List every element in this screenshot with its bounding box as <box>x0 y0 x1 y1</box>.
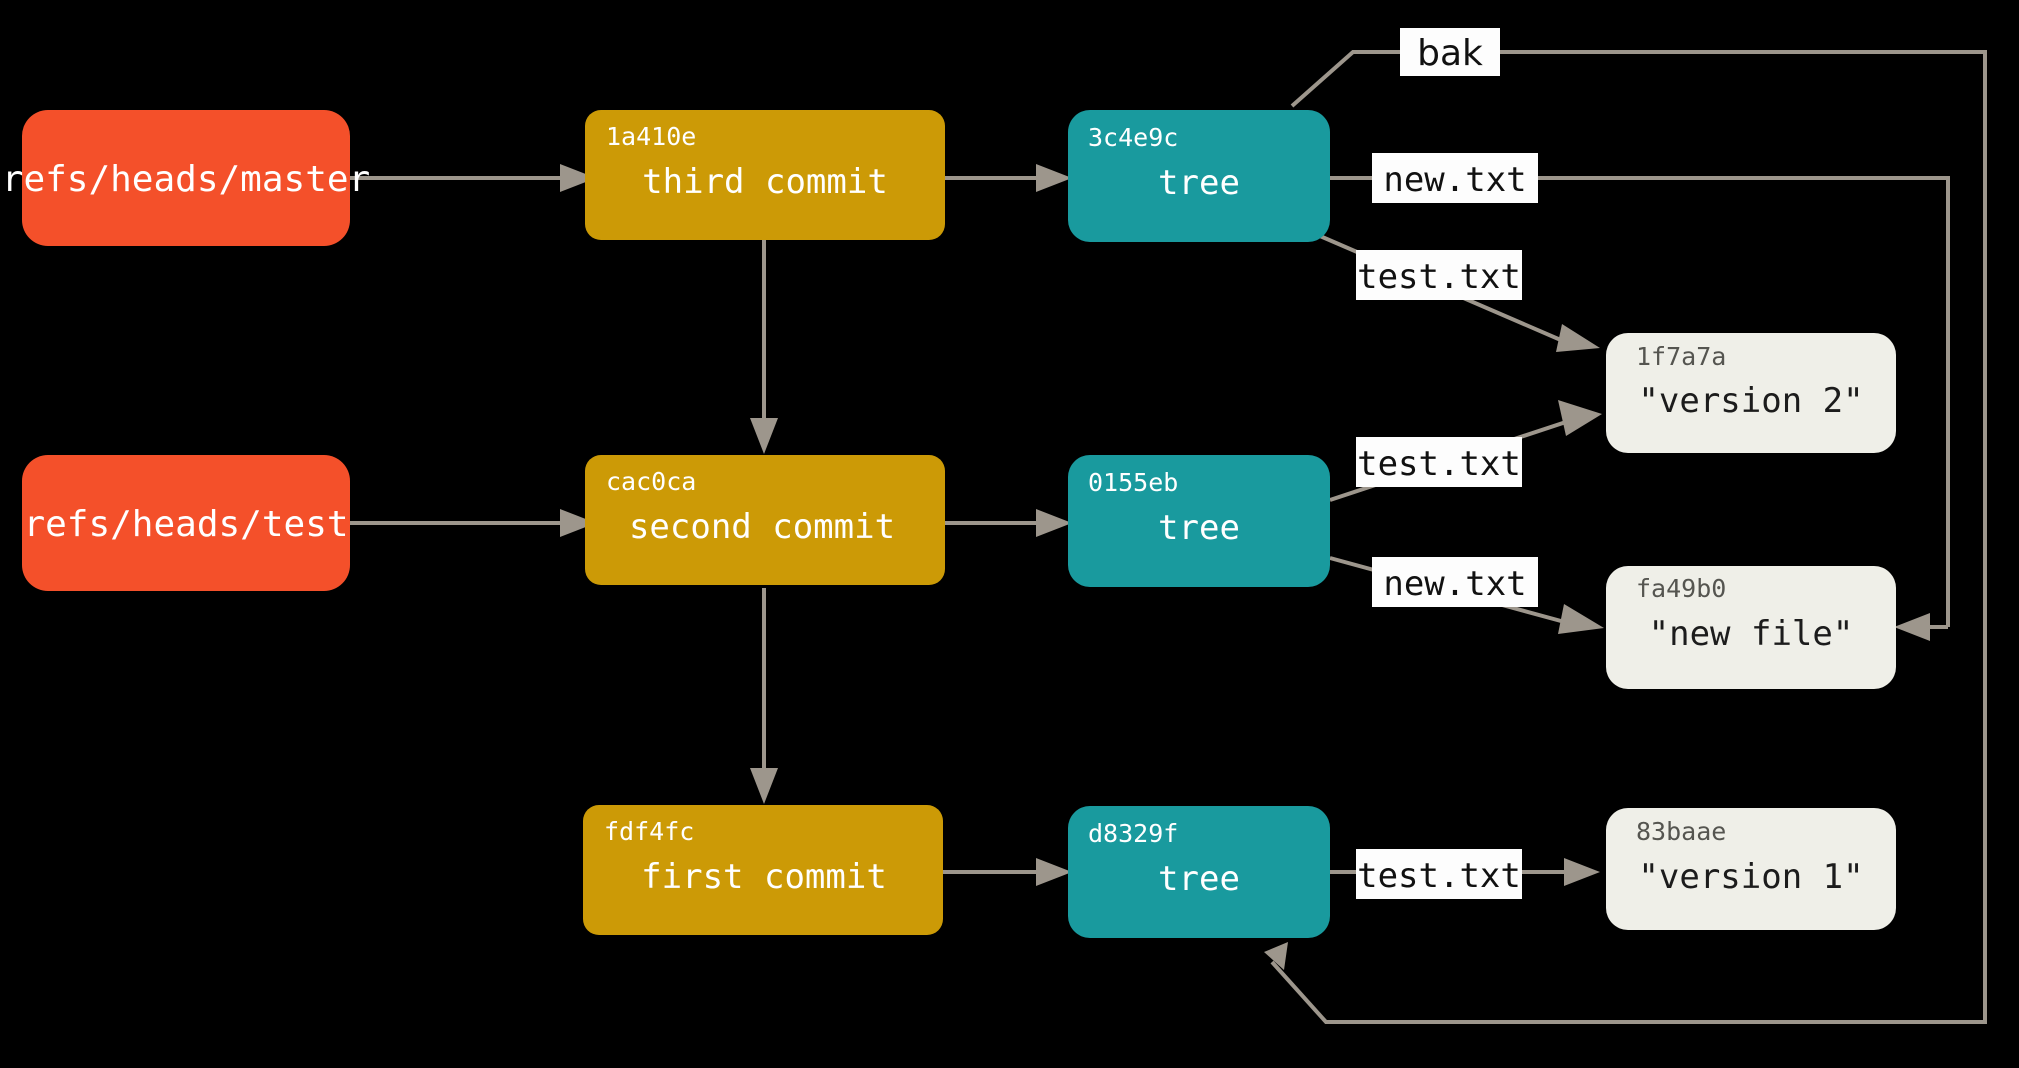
node-tree-second[interactable]: 0155eb tree <box>1068 455 1330 587</box>
node-tree-third[interactable]: 3c4e9c tree <box>1068 110 1330 242</box>
tree-first-label: tree <box>1158 859 1240 899</box>
commit-second-label: second commit <box>629 507 895 547</box>
commit-first-box <box>583 805 943 935</box>
edge-label-new-txt-top: new.txt <box>1372 153 1538 203</box>
commit-first-label: first commit <box>641 857 887 897</box>
test-txt-top-label-text: test.txt <box>1357 257 1521 297</box>
tree-third-box <box>1068 110 1330 242</box>
edge-labels-layer: bak new.txt test.txt test.txt new.txt te <box>1356 28 1538 899</box>
edge-third-to-second-commit <box>750 240 778 454</box>
blob-newfile-hash: fa49b0 <box>1636 574 1726 603</box>
node-blob-version2[interactable]: 1f7a7a "version 2" <box>1606 333 1896 453</box>
node-commit-second[interactable]: cac0ca second commit <box>585 455 945 585</box>
blob-version2-hash: 1f7a7a <box>1636 342 1726 371</box>
node-blob-newfile[interactable]: fa49b0 "new file" <box>1606 566 1896 689</box>
edge-second-to-first-commit <box>750 588 778 804</box>
tree-first-hash: d8329f <box>1088 819 1178 848</box>
ref-master-box <box>22 110 350 246</box>
edge-test-to-second-commit <box>350 509 596 537</box>
edge-label-test-txt-top: test.txt <box>1356 250 1522 300</box>
tree-second-hash: 0155eb <box>1088 468 1178 497</box>
node-commit-first[interactable]: fdf4fc first commit <box>583 805 943 935</box>
tree-first-box <box>1068 806 1330 938</box>
tree-second-label: tree <box>1158 508 1240 548</box>
test-txt-bottom-label-text: test.txt <box>1357 856 1521 896</box>
test-txt-mid-label-bg <box>1356 437 1522 487</box>
edge-first-commit-to-tree <box>942 858 1072 886</box>
tree-third-label: tree <box>1158 163 1240 203</box>
commit-third-box <box>585 110 945 240</box>
blob-version2-box <box>1606 333 1896 453</box>
ref-master-label: refs/heads/master <box>2 159 370 200</box>
test-txt-top-label-bg <box>1356 250 1522 300</box>
new-txt-top-label-bg <box>1372 153 1538 203</box>
edge-label-bak: bak <box>1400 28 1500 76</box>
blob-version2-label: "version 2" <box>1638 381 1863 421</box>
tree-second-box <box>1068 455 1330 587</box>
edge-label-test-txt-mid: test.txt <box>1356 437 1522 487</box>
commit-second-hash: cac0ca <box>606 467 696 496</box>
blob-version1-label: "version 1" <box>1638 857 1863 897</box>
node-ref-master[interactable]: refs/heads/master <box>2 110 370 246</box>
blob-newfile-label: "new file" <box>1649 614 1854 654</box>
test-txt-bottom-label-bg <box>1356 849 1522 899</box>
test-txt-mid-label-text: test.txt <box>1357 444 1521 484</box>
commit-third-label: third commit <box>642 162 888 202</box>
commit-first-hash: fdf4fc <box>604 817 694 846</box>
ref-test-label: refs/heads/test <box>23 504 348 545</box>
new-txt-top-label-text: new.txt <box>1383 160 1526 200</box>
commit-second-box <box>585 455 945 585</box>
tree-third-hash: 3c4e9c <box>1088 123 1178 152</box>
edge-master-to-third-commit <box>350 164 596 192</box>
edge-second-commit-to-tree <box>945 509 1072 537</box>
edge-label-new-txt-mid: new.txt <box>1372 557 1538 607</box>
node-tree-first[interactable]: d8329f tree <box>1068 806 1330 938</box>
blob-version1-box <box>1606 808 1896 930</box>
blob-newfile-box <box>1606 566 1896 689</box>
node-blob-version1[interactable]: 83baae "version 1" <box>1606 808 1896 930</box>
new-txt-mid-label-bg <box>1372 557 1538 607</box>
bak-label-text: bak <box>1417 33 1483 74</box>
bak-label-bg <box>1400 28 1500 76</box>
node-commit-third[interactable]: 1a410e third commit <box>585 110 945 240</box>
edge-label-test-txt-bottom: test.txt <box>1356 849 1522 899</box>
edge-tree-third-bak-to-tree-first <box>1264 50 1987 1024</box>
node-ref-test[interactable]: refs/heads/test <box>22 455 350 591</box>
ref-test-box <box>22 455 350 591</box>
edge-third-commit-to-tree <box>945 164 1072 192</box>
commit-third-hash: 1a410e <box>606 122 696 151</box>
new-txt-mid-label-text: new.txt <box>1383 564 1526 604</box>
blob-version1-hash: 83baae <box>1636 817 1726 846</box>
